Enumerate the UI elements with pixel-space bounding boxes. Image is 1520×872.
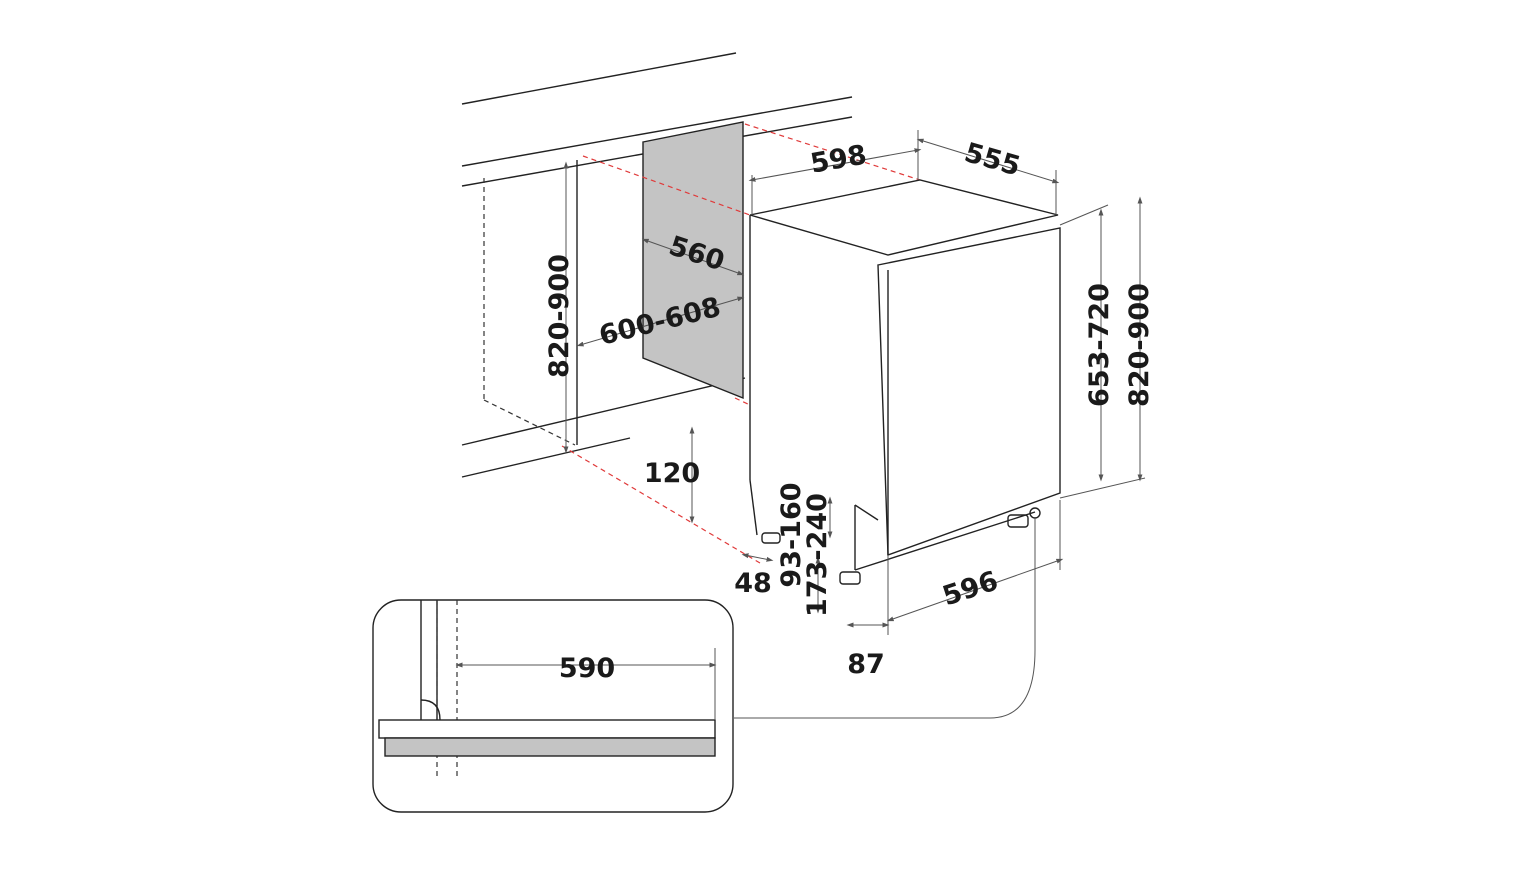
- label-niche-height-left: 820-900: [544, 254, 575, 378]
- label-inset-width: 590: [559, 653, 615, 684]
- left-cabinet-outline: [461, 160, 746, 478]
- inset-detail: [372, 599, 734, 813]
- label-plinth-height: 120: [644, 458, 700, 489]
- dimension-lines: [563, 130, 1146, 719]
- label-niche-height-right: 820-900: [1124, 283, 1155, 407]
- inset-strip: [384, 737, 716, 757]
- dishwasher-body: [749, 179, 1061, 571]
- label-plinth-range-a: 93-160: [776, 482, 807, 587]
- label-overall-width: 598: [808, 139, 869, 179]
- label-plinth-range-b: 173-240: [802, 493, 833, 617]
- label-door-setback: 87: [847, 649, 885, 680]
- label-front-width: 596: [939, 565, 1002, 612]
- label-foot-offset: 48: [734, 568, 772, 599]
- label-door-height: 653-720: [1084, 283, 1115, 407]
- label-overall-depth: 555: [961, 137, 1024, 182]
